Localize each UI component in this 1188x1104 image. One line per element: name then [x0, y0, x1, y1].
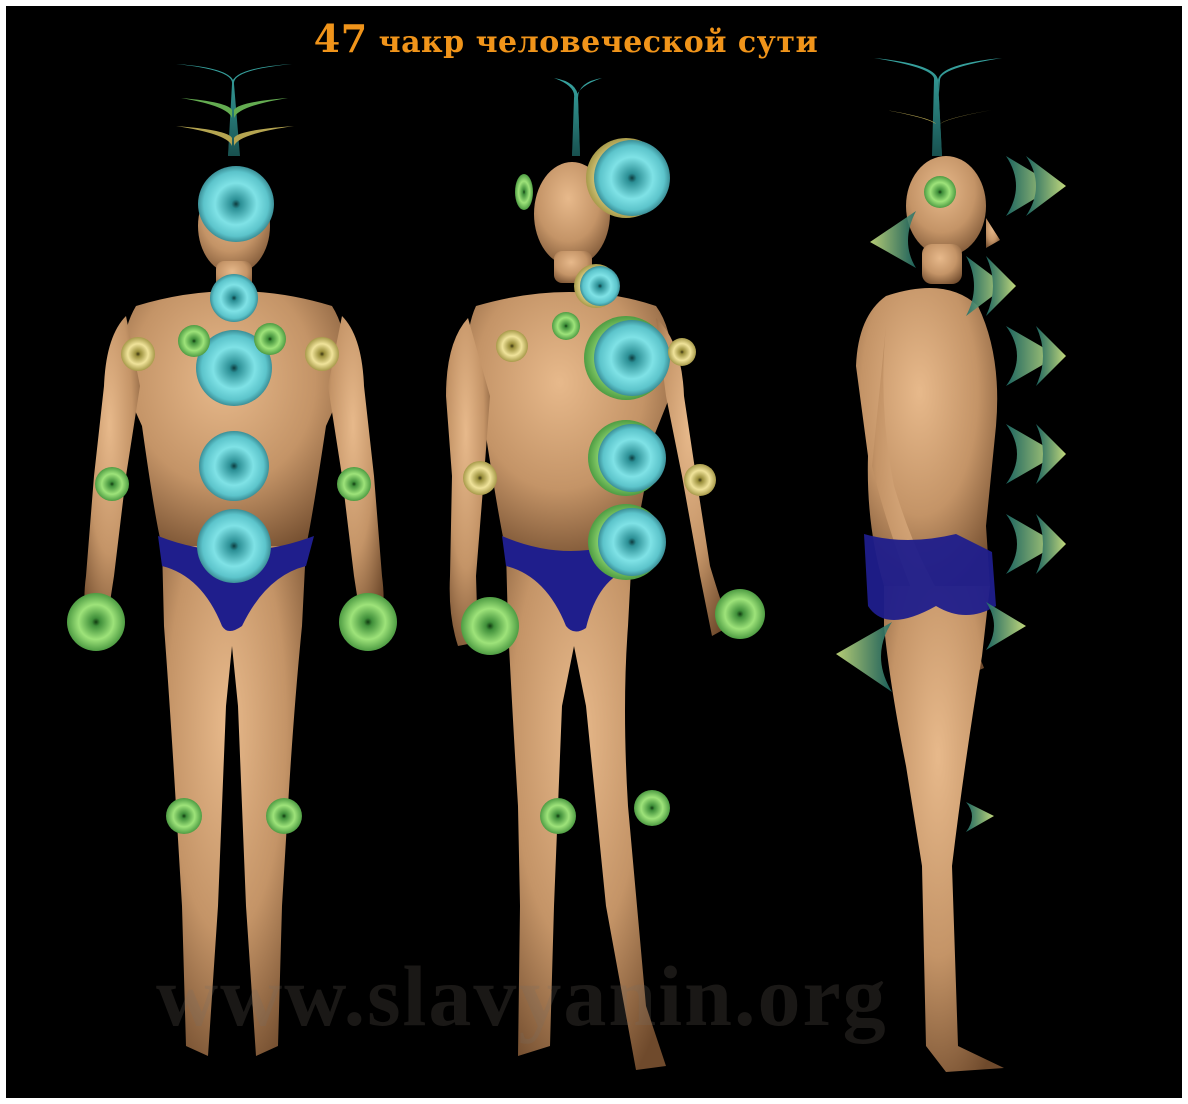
figure-three-quarter [446, 78, 765, 1070]
page-title: 47 чакр человеческой сути [6, 16, 1126, 61]
title-text: чакр человеческой сути [379, 25, 819, 60]
title-number: 47 [314, 16, 368, 61]
figure-side [836, 58, 1066, 1072]
image-frame: 47 чакр человеческой сути www.slavyanin.… [6, 6, 1182, 1098]
watermark-text: www.slavyanin.org [156, 946, 956, 1046]
figure-front [67, 64, 397, 1056]
chakra-illustration [6, 6, 1182, 1098]
crown-funnels [176, 64, 294, 156]
